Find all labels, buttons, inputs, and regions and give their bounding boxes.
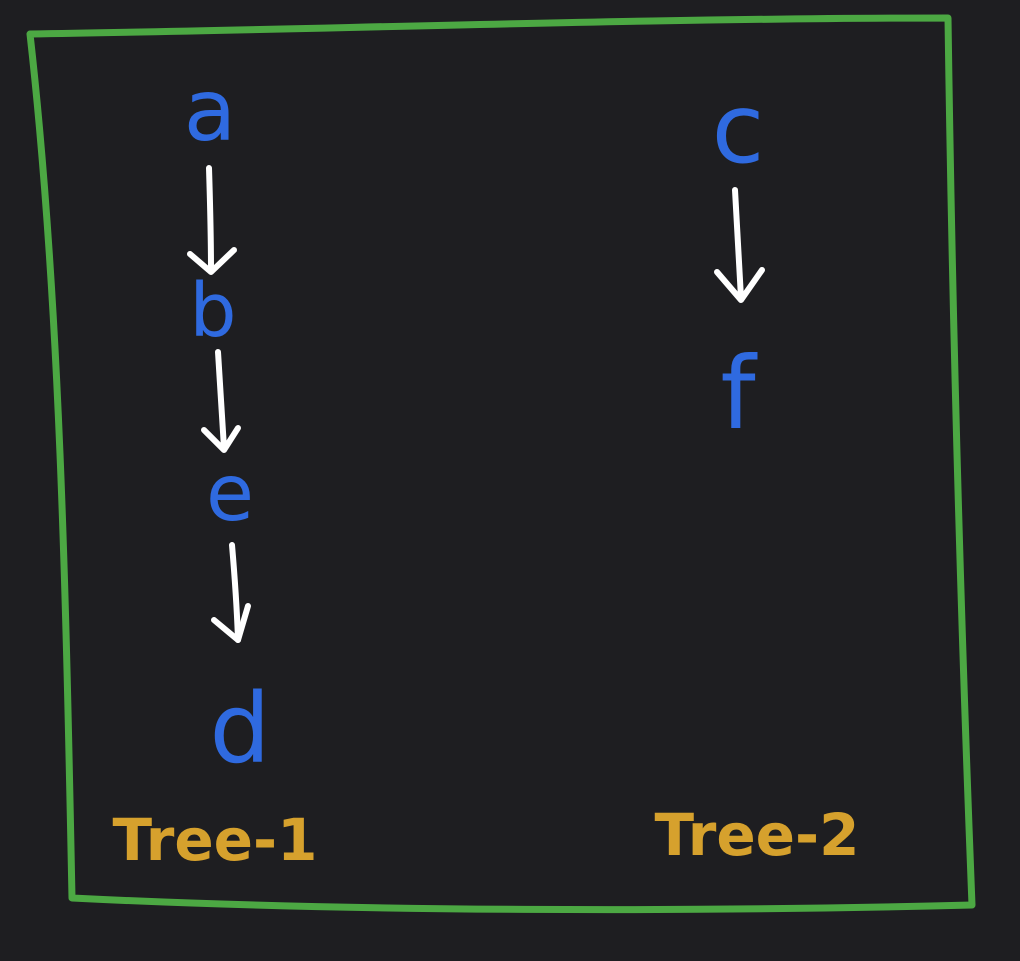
tree-1-node-d: d <box>210 673 271 785</box>
tree-1-node-a: a <box>184 61 237 161</box>
frame-border <box>26 14 976 914</box>
tree-2-node-f: f <box>720 335 758 452</box>
tree-1-caption: Tree-1 <box>113 806 318 874</box>
tree-2-caption: Tree-2 <box>655 801 860 869</box>
tree-2-arrow-c-f <box>714 187 765 303</box>
tree-1-arrow-b-e <box>201 349 241 453</box>
tree-2-node-c: c <box>712 73 765 185</box>
tree-2: c f Tree-2 <box>655 73 860 869</box>
tree-1-arrow-a-b <box>187 165 237 275</box>
tree-1-node-b: b <box>190 268 237 354</box>
tree-1-node-e: e <box>206 449 254 539</box>
tree-1-arrow-e-d <box>211 542 251 643</box>
tree-1: a b e d Tree-1 <box>113 61 318 874</box>
